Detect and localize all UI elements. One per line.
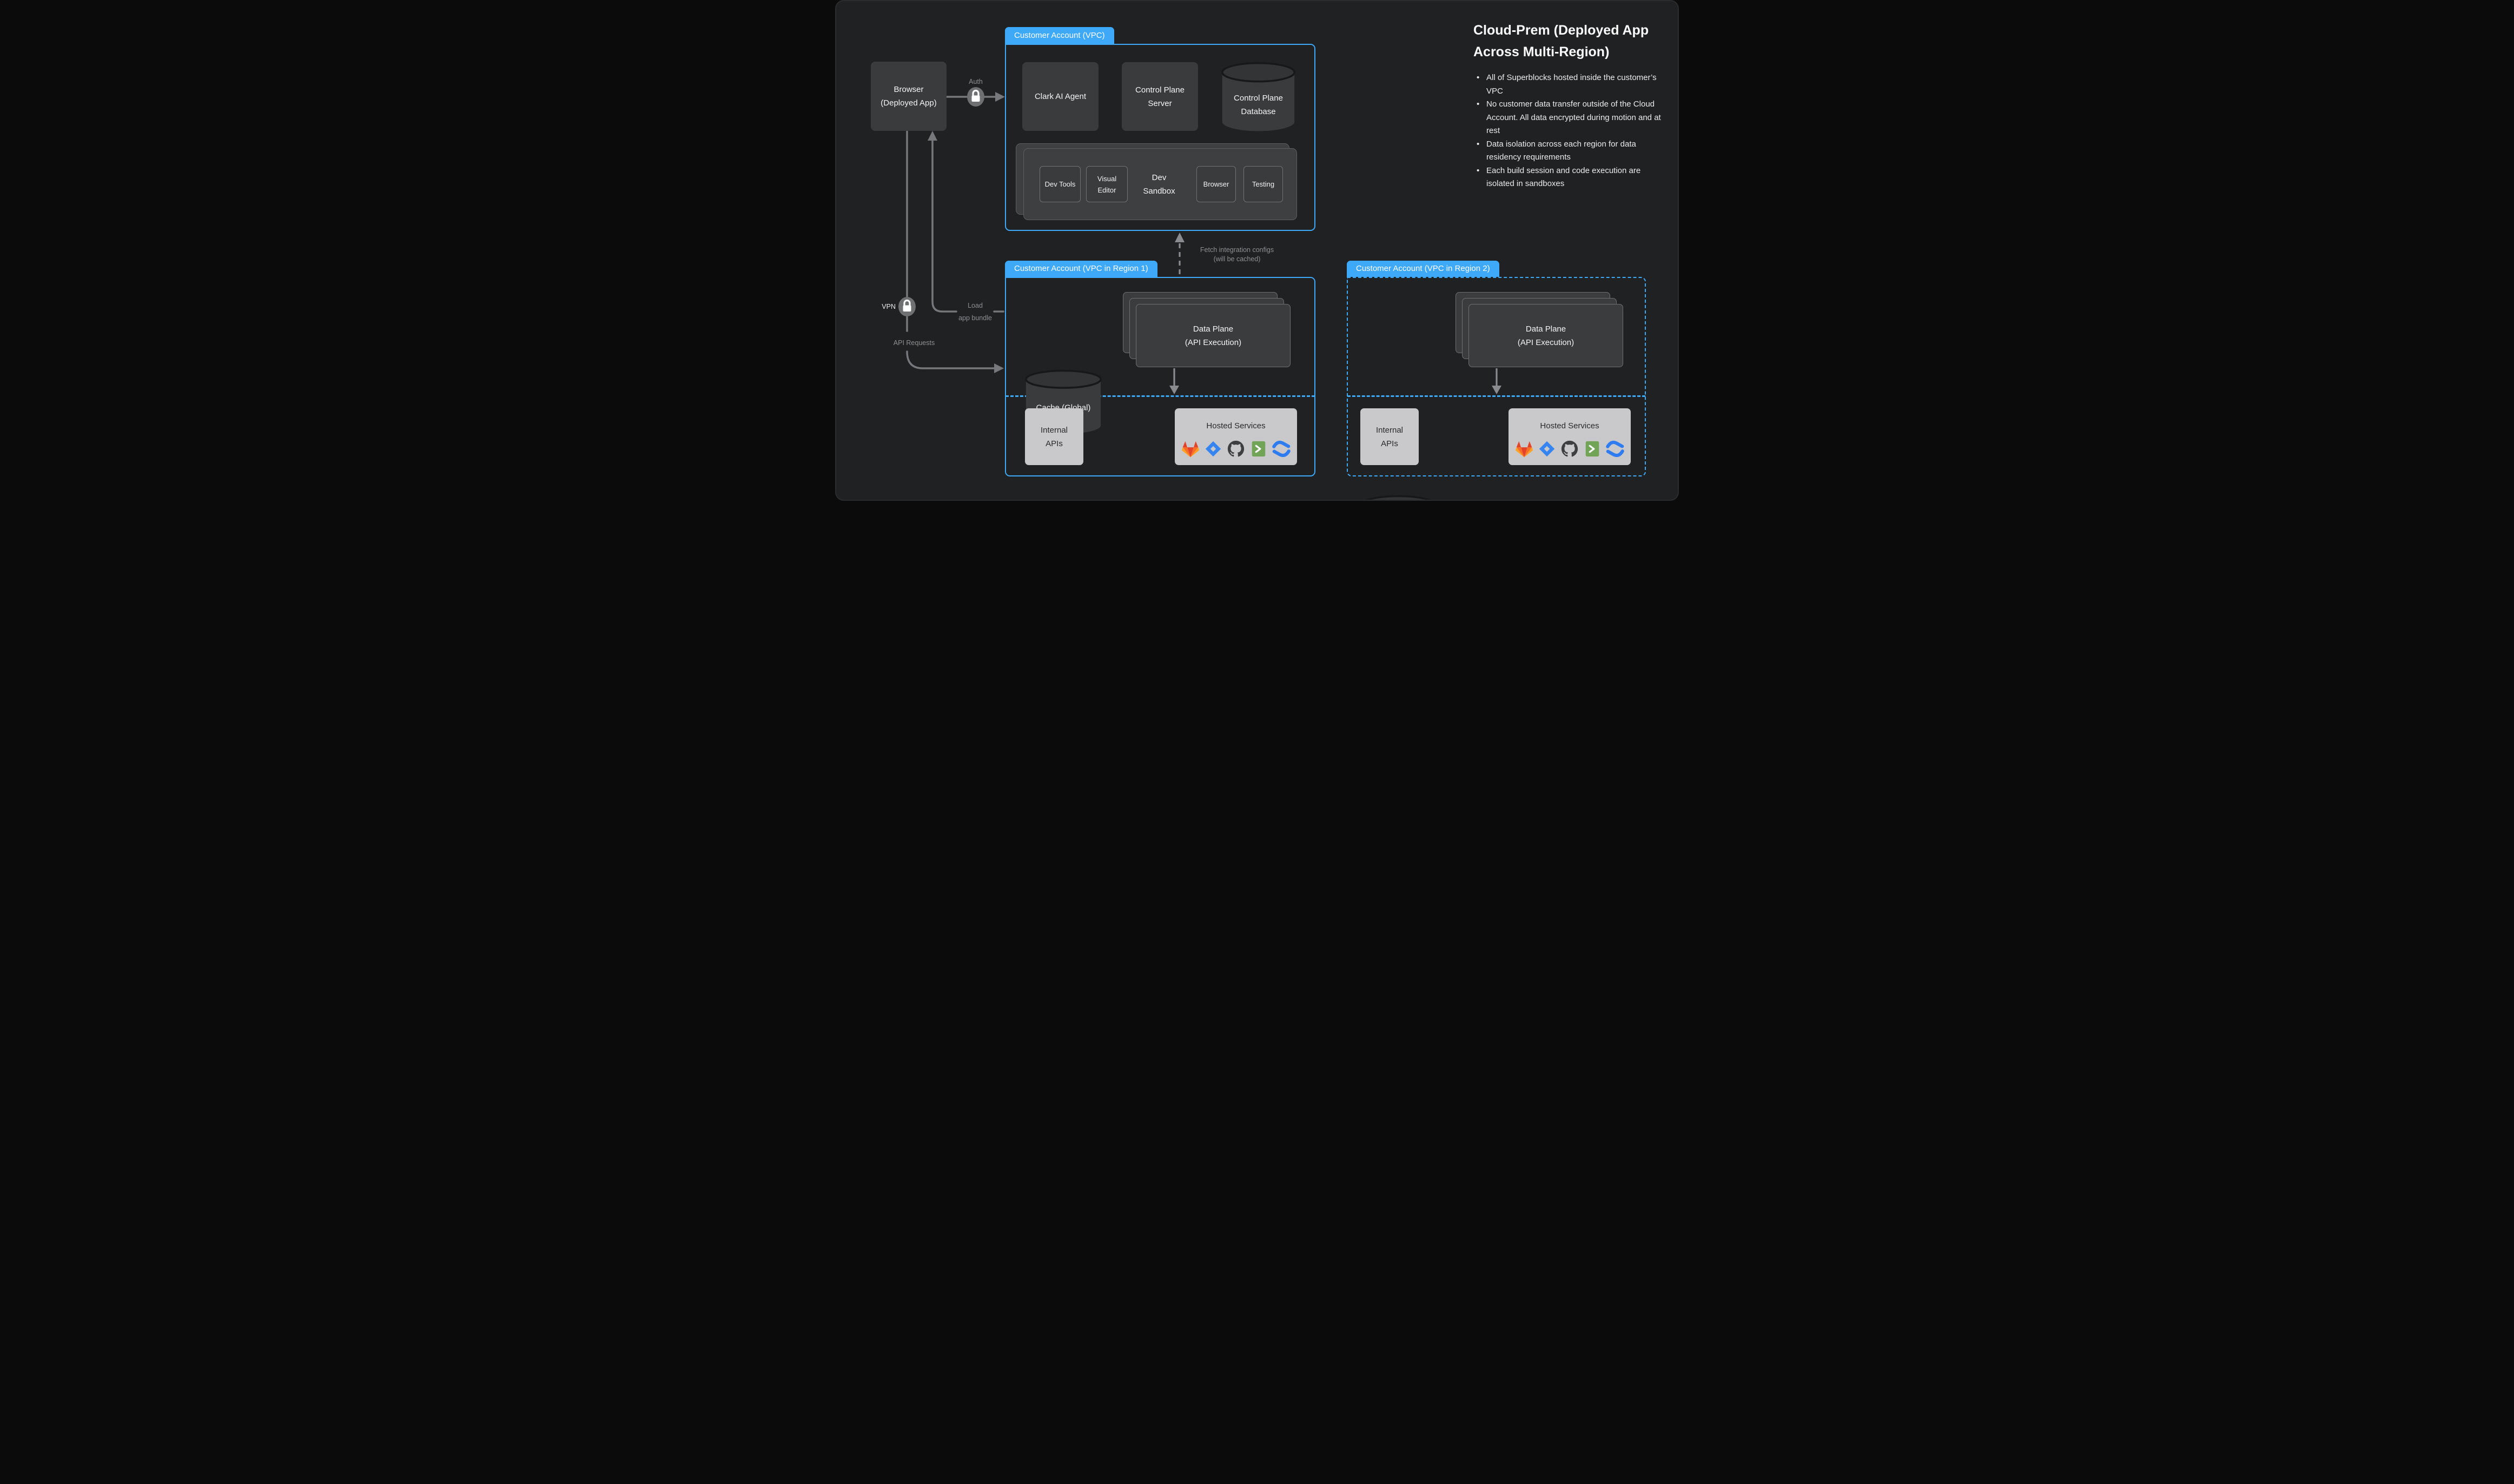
- vpc-tab: Customer Account (VPC): [1005, 27, 1114, 44]
- region-1-tab: Customer Account (VPC in Region 1): [1005, 261, 1157, 277]
- terminal-icon: [1252, 441, 1266, 457]
- note-bullet: No customer data transfer outside of the…: [1474, 98, 1663, 138]
- hosted-icons-row: [1515, 440, 1624, 458]
- diagram-canvas: Cloud-Prem (Deployed App Across Multi-Re…: [835, 0, 1679, 501]
- fetch-configs-label: Fetch integration configs (will be cache…: [1200, 246, 1274, 263]
- dev-tools-node: Dev Tools: [1040, 166, 1081, 202]
- auth-label: Auth: [969, 78, 983, 85]
- visual-editor-node: Visual Editor: [1086, 166, 1128, 202]
- region-2-hosted-services-title: Hosted Services: [1540, 421, 1599, 430]
- control-plane-database-label: Control Plane Database: [1234, 93, 1283, 116]
- hosted-icons-row: [1181, 440, 1291, 458]
- control-plane-server-label: Control Plane Server: [1135, 85, 1185, 108]
- page-title: Cloud-Prem (Deployed App Across Multi-Re…: [1473, 23, 1649, 59]
- terminal-icon: [1585, 441, 1599, 457]
- region-2-divider: [1347, 395, 1645, 397]
- data-plane-arrow-region2: [1492, 368, 1501, 394]
- region-1-box: [1005, 277, 1315, 476]
- browser-node: Browser (Deployed App): [871, 62, 947, 131]
- region-2-hosted-services-node: Hosted Services: [1509, 408, 1631, 465]
- load-app-bundle-arrow: [928, 131, 1004, 313]
- api-requests-label: API Requests: [893, 339, 935, 347]
- api-requests-arrow: [906, 350, 1004, 373]
- sandbox-browser-label: Browser: [1203, 180, 1229, 188]
- region-2-internal-apis-node: Internal APIs: [1360, 408, 1419, 465]
- region-2-data-plane-label: Data Plane (API Execution): [1517, 324, 1574, 347]
- region-1-internal-apis-label: Internal APIs: [1040, 425, 1068, 448]
- auth-lock-icon: [967, 87, 984, 107]
- gitlab-icon: [1181, 441, 1200, 458]
- region-2-box: [1347, 277, 1646, 476]
- jira-icon: [1539, 441, 1555, 457]
- dev-sandbox-label: Dev Sandbox: [1143, 173, 1175, 196]
- note-bullet: All of Superblocks hosted inside the cus…: [1474, 71, 1663, 98]
- vpc-box: [1005, 44, 1315, 231]
- region-1-data-plane-front: Data Plane (API Execution): [1136, 304, 1291, 367]
- confluence-icon: [1272, 440, 1291, 458]
- load-app-bundle-label: Load app bundle: [958, 302, 992, 322]
- region-2-tab: Customer Account (VPC in Region 2): [1347, 261, 1499, 277]
- gitlab-icon: [1515, 441, 1533, 458]
- github-icon: [1227, 440, 1245, 457]
- region-2-data-plane-front: Data Plane (API Execution): [1468, 304, 1623, 367]
- data-plane-arrow-region1: [1169, 368, 1179, 394]
- clark-ai-agent-node: Clark AI Agent: [1022, 62, 1099, 131]
- control-plane-database-cylinder: Control Plane Database: [1221, 62, 1296, 132]
- region-1-divider: [1005, 395, 1315, 397]
- connectors-layer: [898, 87, 1501, 394]
- testing-label: Testing: [1252, 180, 1275, 188]
- visual-editor-label: Visual Editor: [1097, 174, 1117, 194]
- region-2-internal-apis-label: Internal APIs: [1375, 425, 1404, 448]
- vpn-label: VPN: [882, 303, 896, 310]
- note-bullet: Each build session and code execution ar…: [1474, 164, 1663, 191]
- fetch-configs-arrow: [1175, 233, 1185, 274]
- testing-node: Testing: [1243, 166, 1283, 202]
- region-1-data-plane-label: Data Plane (API Execution): [1185, 324, 1242, 347]
- cylinder-shape: [1359, 495, 1437, 500]
- cylinder-shape: [1221, 62, 1296, 131]
- notes-list: All of Superblocks hosted inside the cus…: [1474, 71, 1663, 191]
- region-1-hosted-services-title: Hosted Services: [1206, 421, 1266, 430]
- jira-icon: [1205, 441, 1221, 457]
- confluence-icon: [1606, 440, 1624, 458]
- region-1-hosted-services-node: Hosted Services: [1175, 408, 1297, 465]
- region-1-internal-apis-node: Internal APIs: [1025, 408, 1083, 465]
- vpn-lock-icon: [898, 297, 916, 316]
- sandbox-browser-node: Browser: [1196, 166, 1236, 202]
- note-bullet: Data isolation across each region for da…: [1474, 138, 1663, 164]
- control-plane-server-node: Control Plane Server: [1122, 62, 1198, 131]
- clark-ai-agent-label: Clark AI Agent: [1034, 92, 1087, 101]
- github-icon: [1561, 440, 1578, 457]
- dev-tools-label: Dev Tools: [1044, 180, 1076, 188]
- region-2-cache-cylinder: Cache (Global): [1359, 495, 1437, 500]
